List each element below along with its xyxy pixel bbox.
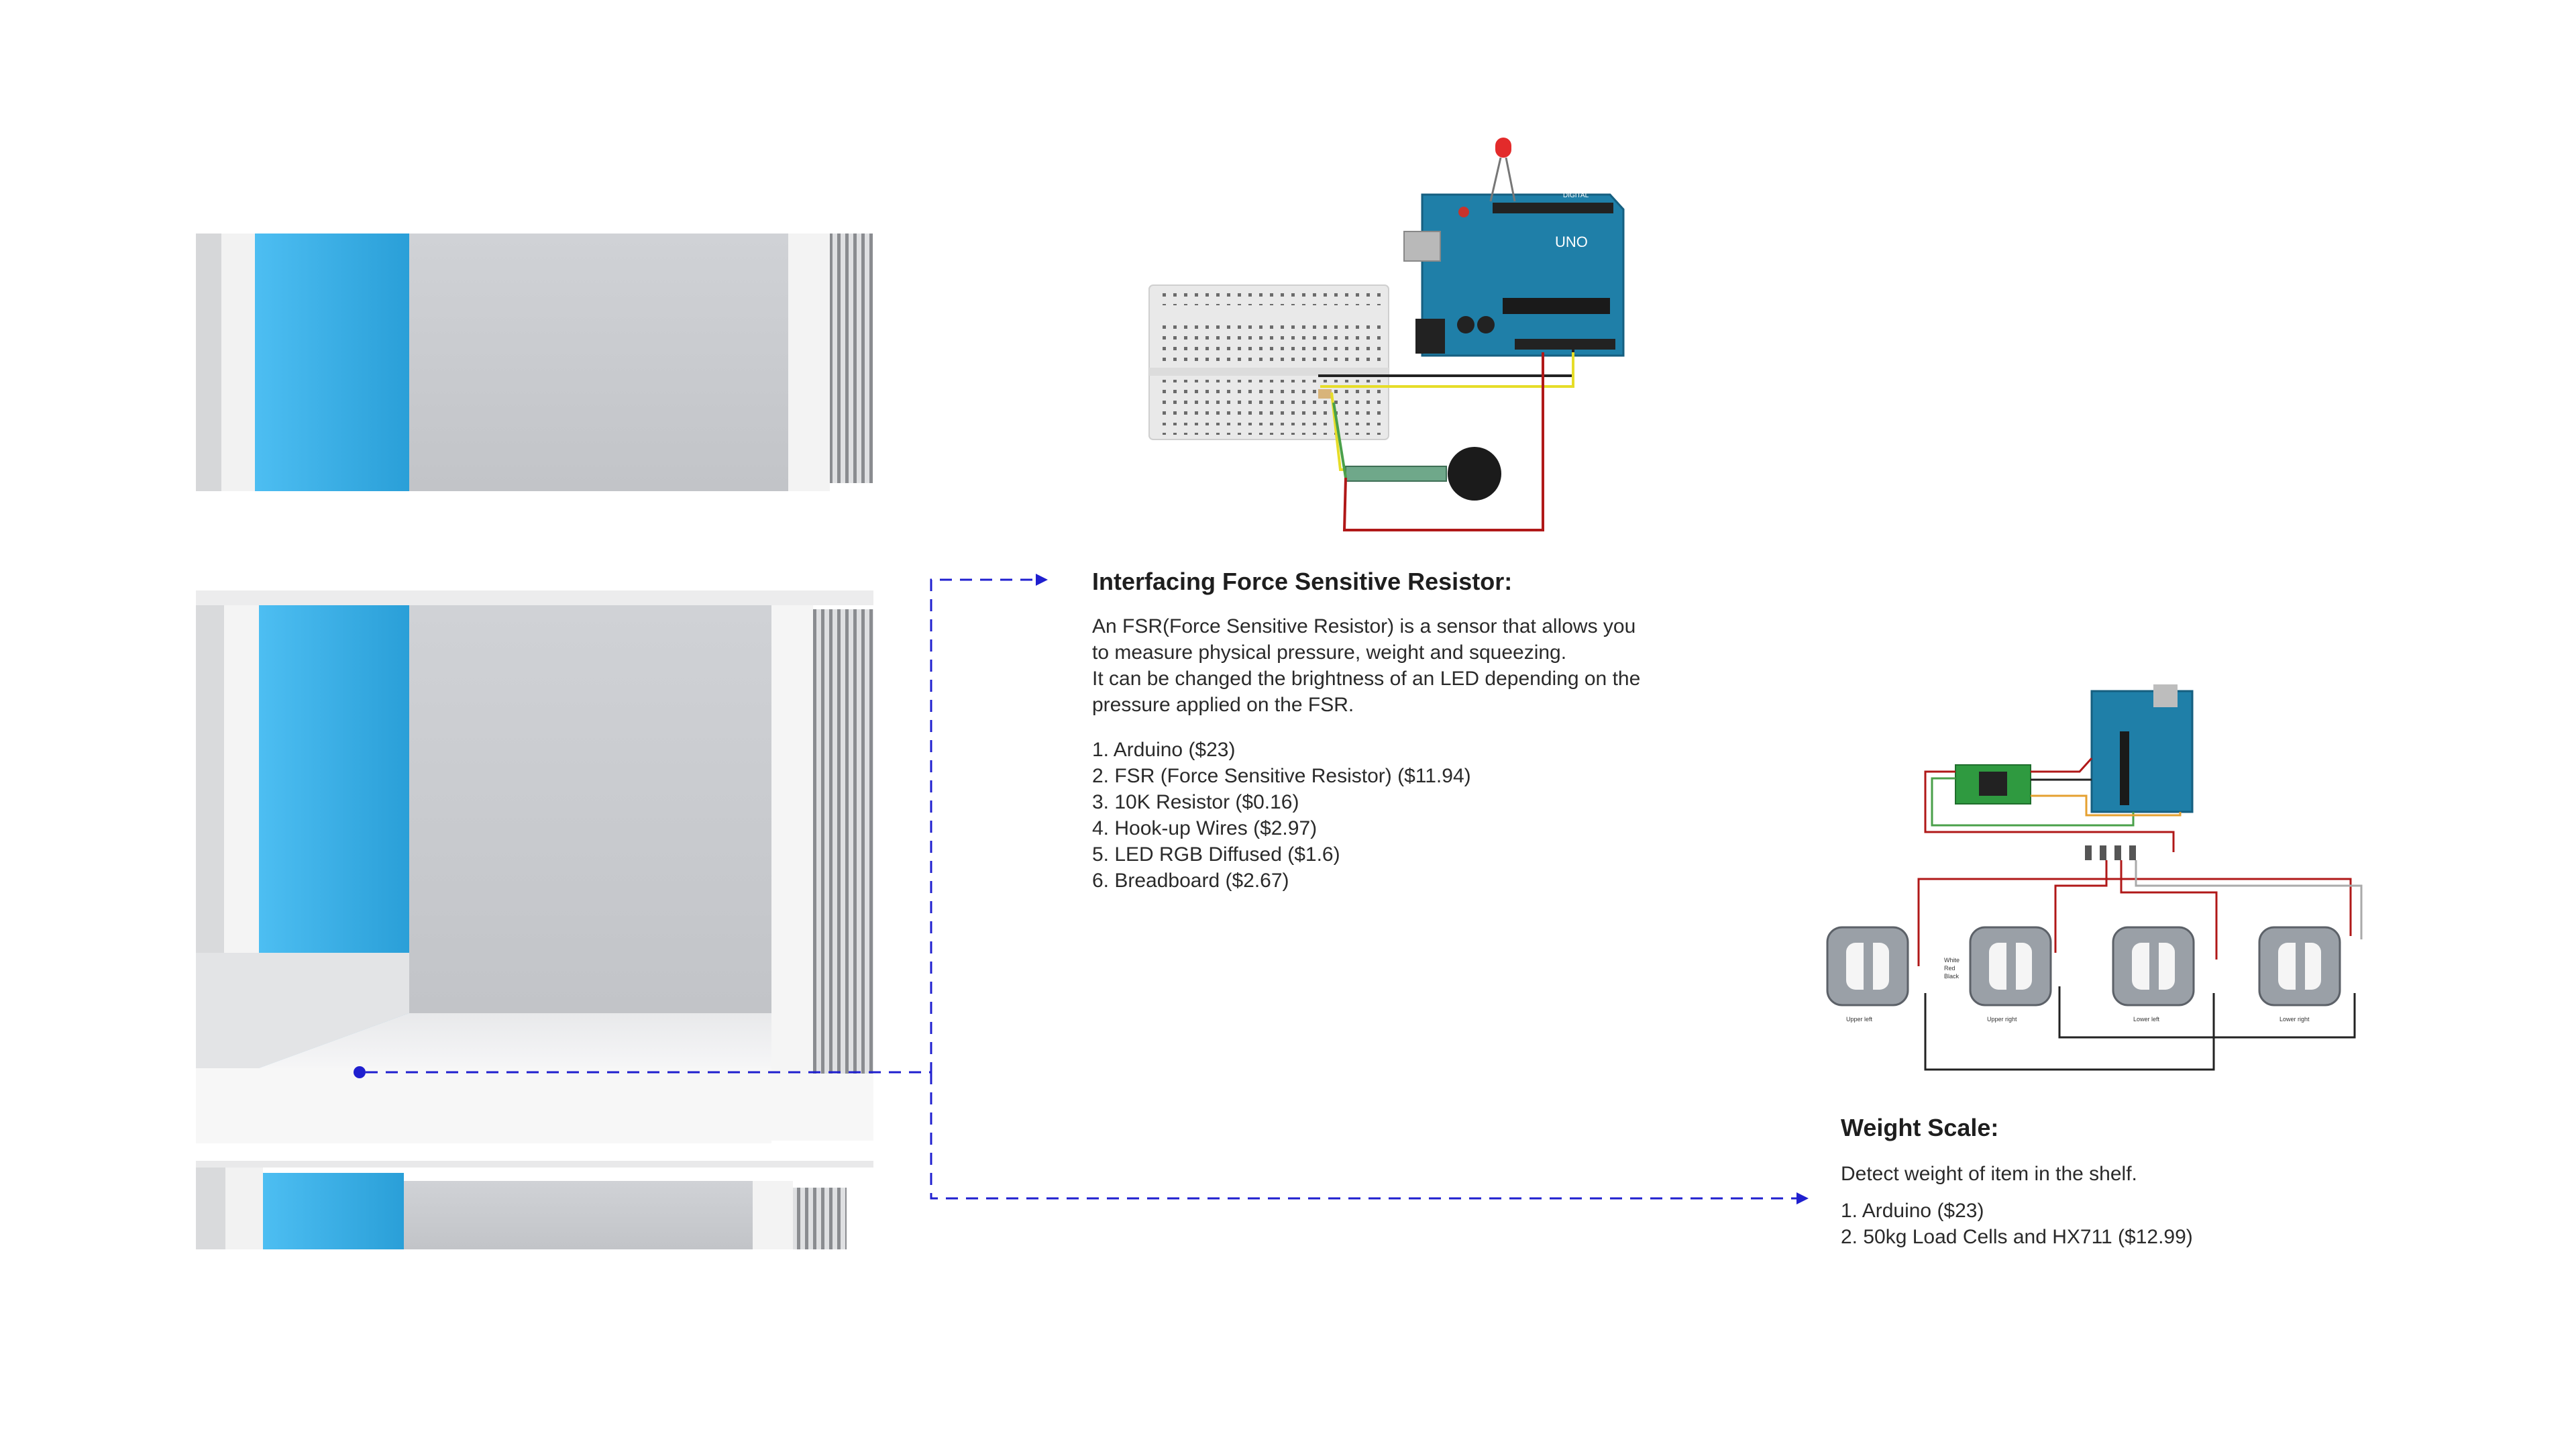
shelf-bottom-compartment [196,1161,873,1249]
fsr-description: An FSR(Force Sensitive Resistor) is a se… [1092,613,1763,718]
hx711-module [1955,764,2031,805]
fsr-text-panel: Interfacing Force Sensitive Resistor: An… [1092,568,1763,894]
fsr-panel-title: Interfacing Force Sensitive Resistor: [1092,568,1513,595]
list-item: 4. Hook-up Wires ($2.97) [1092,817,1318,839]
weight-parts-list: 1. Arduino ($23) 2. 50kg Load Cells and … [1841,1198,2445,1250]
shelf-top-compartment [196,234,873,491]
list-item: 1. Arduino ($23) [1841,1200,1984,1222]
fsr-wires [1318,346,1574,531]
legend-black: Black [1944,973,1960,980]
load-cell-label-upper-left: Upper left [1846,1016,1873,1023]
shelf-middle-compartment [196,590,873,1143]
weight-panel-title: Weight Scale: [1841,1114,1999,1141]
force-sensitive-resistor [1345,447,1501,501]
load-cell-label-lower-left: Lower left [2133,1016,2160,1023]
pointer-connectors [354,574,1809,1204]
legend-red: Red [1944,965,1955,972]
weight-scale-diagram: Upper left Upper right Lower left Lower … [1826,684,2363,1071]
load-cell-upper-left: Upper left [1826,926,1909,1023]
list-item: 2. FSR (Force Sensitive Resistor) ($11.9… [1092,765,1471,787]
shelf-render [196,234,873,1249]
load-cell-label-upper-right: Upper right [1987,1016,2017,1023]
pointer-line-to-fsr [366,578,1038,1074]
load-cell-upper-right: Upper right [1969,926,2052,1023]
weight-text-panel: Weight Scale: Detect weight of item in t… [1841,1114,2445,1250]
fsr-description-line: pressure applied on the FSR. [1092,694,1354,716]
arrowhead-weight [1796,1192,1809,1204]
pointer-origin-dot [354,1066,366,1078]
list-item: 5. LED RGB Diffused ($1.6) [1092,843,1340,866]
breadboard [1148,284,1389,440]
list-item: 3. 10K Resistor ($0.16) [1092,791,1299,813]
hx711-wires [1924,757,2182,852]
arduino-brand-text: UNO [1555,234,1588,250]
pointer-line-to-weight [930,1072,1798,1200]
list-item: 6. Breadboard ($2.67) [1092,870,1289,892]
load-cell-wiring [1917,860,2363,1071]
weight-description: Detect weight of item in the shelf. [1841,1163,2137,1185]
arduino-uno-board: UNO DIGITAL [1403,192,1625,357]
fsr-parts-list: 1. Arduino ($23) 2. FSR (Force Sensitive… [1092,737,1763,894]
load-cell-lower-left: Lower left [2112,926,2195,1023]
load-cell-connectors [2085,845,2136,860]
resistor-10k [1318,389,1332,399]
list-item: 2. 50kg Load Cells and HX711 ($12.99) [1841,1226,2193,1248]
fsr-description-line: It can be changed the brightness of an L… [1092,668,1641,690]
fsr-description-line: An FSR(Force Sensitive Resistor) is a se… [1092,615,1636,637]
load-cell-lower-right: Lower right [2258,926,2341,1023]
weight-arduino-board [2090,684,2194,813]
arrowhead-fsr [1036,574,1048,586]
red-led [1489,138,1516,202]
arduino-digital-text: DIGITAL [1563,192,1589,199]
list-item: 1. Arduino ($23) [1092,739,1236,761]
fsr-circuit-diagram: UNO DIGITAL [1148,138,1625,531]
wire-color-legend: White Red Black [1944,957,1960,980]
legend-white: White [1944,957,1960,964]
fsr-description-line: to measure physical pressure, weight and… [1092,641,1567,664]
load-cell-label-lower-right: Lower right [2279,1016,2310,1023]
